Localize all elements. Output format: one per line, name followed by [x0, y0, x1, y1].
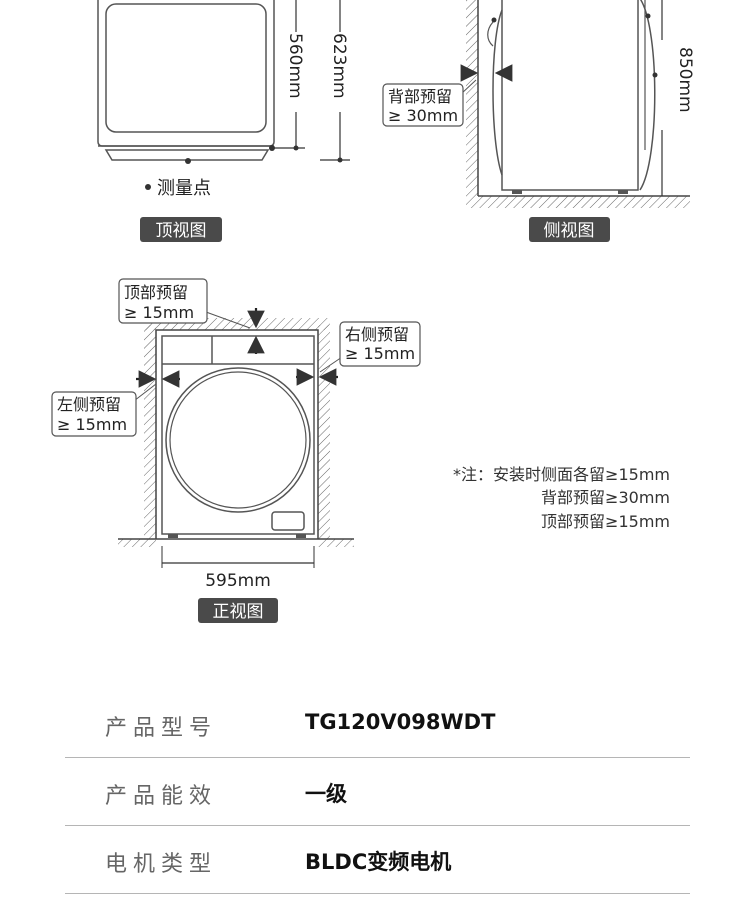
spec-table: 产品型号 TG120V098WDT 产品能效 一级 电机类型 BLDC变频电机 — [0, 690, 750, 894]
back-clearance-line2: ≥ 30mm — [388, 106, 458, 125]
front-view: 顶部预留 ≥ 15mm 右侧预留 ≥ 15mm 左侧预留 ≥ 15mm 595m… — [51, 278, 421, 623]
note-line-3: 顶部预留≥15mm — [541, 512, 670, 531]
front-door-inner — [169, 371, 307, 509]
spec-divider — [65, 893, 690, 894]
spec-divider — [65, 825, 690, 826]
dim-height-label: 850mm — [675, 47, 695, 113]
spec-row-motor: 电机类型 BLDC变频电机 — [0, 826, 750, 894]
spec-value: 一级 — [305, 782, 347, 806]
note-line-1: *注：安装时侧面各留≥15mm — [453, 465, 670, 484]
front-left-wall-hatch — [144, 325, 156, 539]
spec-row-model: 产品型号 TG120V098WDT — [0, 690, 750, 758]
dim-depth-label: 560mm — [285, 33, 305, 99]
top-view-base — [104, 149, 270, 161]
side-machine-body — [501, 0, 639, 191]
left-clearance-line2: ≥ 15mm — [57, 415, 127, 434]
side-view-label: 侧视图 — [544, 221, 595, 241]
top-view: 560mm 623mm 测量点 顶视图 — [97, 0, 350, 242]
spec-value: TG120V098WDT — [305, 710, 496, 734]
left-clearance-line1: 左侧预留 — [57, 395, 121, 414]
top-clearance-box — [118, 278, 208, 324]
side-view-label-bg — [529, 217, 610, 242]
left-clearance-box — [51, 391, 137, 437]
top-view-label-bg — [140, 217, 222, 242]
measure-point-dot — [145, 184, 151, 190]
back-clearance-line1: 背部预留 — [388, 87, 452, 106]
right-clearance-box — [339, 321, 421, 367]
front-right-wall-hatch — [318, 325, 330, 539]
front-floor-right-hatch — [318, 539, 354, 547]
front-view-label: 正视图 — [213, 602, 264, 622]
install-notes: *注：安装时侧面各留≥15mm 背部预留≥30mm 顶部预留≥15mm — [453, 465, 670, 531]
dim-width-label: 595mm — [205, 571, 271, 591]
spec-label: 产品型号 — [105, 716, 218, 741]
right-clearance-line1: 右侧预留 — [345, 325, 409, 344]
spec-label: 电机类型 — [105, 852, 218, 877]
dim-total-label: 623mm — [329, 33, 349, 99]
front-filter-cover — [271, 511, 305, 531]
spec-divider — [65, 757, 690, 758]
top-clearance-line2: ≥ 15mm — [124, 303, 194, 322]
spec-row-efficiency: 产品能效 一级 — [0, 758, 750, 826]
spec-value: BLDC变频电机 — [305, 850, 452, 874]
top-view-lid — [105, 3, 267, 133]
front-floor-left-hatch — [118, 539, 156, 547]
back-clearance-box — [382, 83, 464, 127]
side-view: 850mm 背部预留 ≥ 30mm 侧视图 — [382, 0, 695, 242]
spec-label: 产品能效 — [105, 784, 218, 809]
side-floor-hatch — [466, 196, 690, 208]
note-line-2: 背部预留≥30mm — [541, 488, 670, 507]
measure-point-label: 测量点 — [157, 178, 211, 199]
front-view-label-bg — [198, 598, 278, 623]
right-clearance-line2: ≥ 15mm — [345, 344, 415, 363]
side-wall-hatch — [466, 0, 478, 196]
top-clearance-line1: 顶部预留 — [124, 283, 188, 302]
top-view-label: 顶视图 — [156, 221, 207, 241]
